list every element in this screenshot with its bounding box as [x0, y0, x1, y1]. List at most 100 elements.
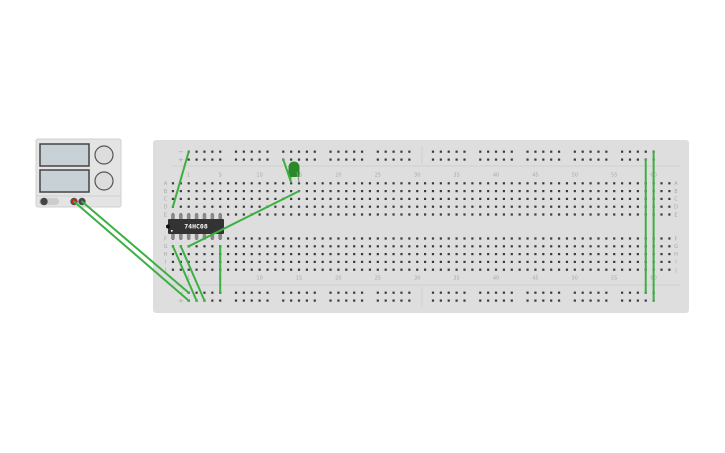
rail-hole[interactable]: [510, 150, 513, 153]
rail-hole[interactable]: [605, 291, 608, 294]
hole[interactable]: [211, 190, 214, 193]
hole[interactable]: [636, 197, 639, 200]
hole[interactable]: [479, 268, 482, 271]
hole[interactable]: [187, 182, 190, 185]
hole[interactable]: [518, 260, 521, 263]
rail-hole[interactable]: [203, 150, 206, 153]
hole[interactable]: [416, 245, 419, 248]
rail-hole[interactable]: [431, 158, 435, 161]
hole[interactable]: [274, 260, 277, 263]
hole[interactable]: [510, 268, 513, 271]
hole[interactable]: [550, 182, 553, 185]
hole[interactable]: [337, 182, 340, 185]
hole[interactable]: [416, 205, 419, 208]
hole[interactable]: [502, 182, 505, 185]
rail-hole[interactable]: [313, 150, 316, 153]
hole[interactable]: [581, 190, 584, 193]
rail-hole[interactable]: [573, 158, 576, 161]
hole[interactable]: [494, 205, 498, 208]
rail-hole[interactable]: [644, 150, 647, 153]
hole[interactable]: [518, 182, 521, 185]
hole[interactable]: [502, 245, 505, 248]
hole[interactable]: [376, 245, 379, 248]
rail-hole[interactable]: [597, 158, 600, 161]
hole[interactable]: [305, 197, 308, 200]
hole[interactable]: [313, 182, 316, 185]
hole[interactable]: [203, 182, 206, 185]
rail-hole[interactable]: [329, 299, 332, 302]
hole[interactable]: [234, 182, 238, 185]
hole[interactable]: [526, 197, 529, 200]
hole[interactable]: [589, 190, 592, 193]
hole[interactable]: [392, 253, 395, 256]
hole[interactable]: [565, 260, 569, 263]
rail-hole[interactable]: [621, 291, 624, 294]
hole[interactable]: [660, 190, 663, 193]
hole[interactable]: [290, 197, 293, 200]
hole[interactable]: [621, 197, 624, 200]
hole[interactable]: [400, 190, 403, 193]
hole[interactable]: [526, 190, 529, 193]
hole[interactable]: [360, 213, 364, 216]
hole[interactable]: [431, 205, 435, 208]
hole[interactable]: [337, 253, 340, 256]
hole[interactable]: [668, 190, 671, 193]
hole[interactable]: [431, 253, 435, 256]
hole[interactable]: [274, 213, 277, 216]
hole[interactable]: [258, 260, 261, 263]
hole[interactable]: [227, 213, 230, 216]
hole[interactable]: [463, 182, 466, 185]
rail-hole[interactable]: [479, 150, 482, 153]
hole[interactable]: [408, 182, 411, 185]
rail-hole[interactable]: [502, 158, 505, 161]
hole[interactable]: [534, 237, 537, 240]
rail-hole[interactable]: [337, 158, 340, 161]
hole[interactable]: [621, 245, 624, 248]
hole[interactable]: [384, 205, 387, 208]
rail-hole[interactable]: [392, 158, 395, 161]
rail-hole[interactable]: [392, 291, 395, 294]
rail-hole[interactable]: [502, 291, 505, 294]
rail-hole[interactable]: [258, 158, 261, 161]
rail-hole[interactable]: [408, 299, 411, 302]
rail-hole[interactable]: [621, 150, 624, 153]
hole[interactable]: [195, 260, 198, 263]
hole[interactable]: [479, 190, 482, 193]
hole[interactable]: [573, 182, 576, 185]
hole[interactable]: [408, 205, 411, 208]
hole[interactable]: [384, 260, 387, 263]
hole[interactable]: [534, 253, 537, 256]
hole[interactable]: [550, 197, 553, 200]
hole[interactable]: [518, 237, 521, 240]
hole[interactable]: [282, 213, 285, 216]
hole[interactable]: [345, 213, 348, 216]
hole[interactable]: [376, 205, 379, 208]
hole[interactable]: [282, 182, 285, 185]
hole[interactable]: [668, 182, 671, 185]
rail-hole[interactable]: [479, 291, 482, 294]
hole[interactable]: [297, 182, 301, 185]
rail-hole[interactable]: [447, 291, 450, 294]
rail-hole[interactable]: [494, 291, 498, 294]
hole[interactable]: [502, 197, 505, 200]
hole[interactable]: [345, 190, 348, 193]
rail-hole[interactable]: [581, 299, 584, 302]
rail-hole[interactable]: [353, 158, 356, 161]
rail-hole[interactable]: [305, 158, 308, 161]
hole[interactable]: [416, 182, 419, 185]
hole[interactable]: [597, 182, 600, 185]
hole[interactable]: [487, 182, 490, 185]
hole[interactable]: [660, 253, 663, 256]
hole[interactable]: [471, 182, 474, 185]
hole[interactable]: [211, 268, 214, 271]
hole[interactable]: [636, 253, 639, 256]
hole[interactable]: [400, 260, 403, 263]
hole[interactable]: [494, 213, 498, 216]
rail-hole[interactable]: [605, 299, 608, 302]
hole[interactable]: [234, 237, 238, 240]
rail-hole[interactable]: [195, 291, 198, 294]
rail-hole[interactable]: [636, 291, 639, 294]
rail-hole[interactable]: [439, 299, 442, 302]
rail-hole[interactable]: [479, 158, 482, 161]
rail-hole[interactable]: [360, 291, 364, 294]
